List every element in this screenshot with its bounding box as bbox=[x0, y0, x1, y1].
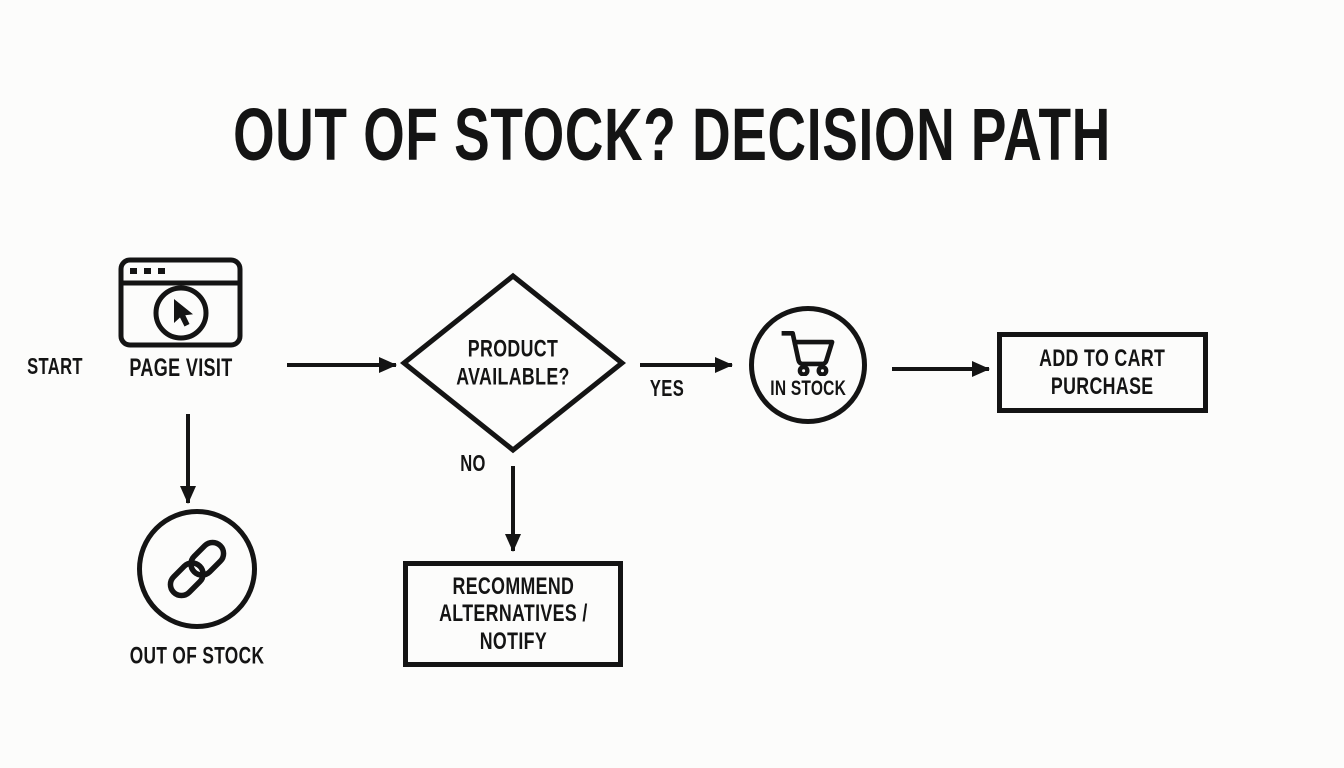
recommend-box: RECOMMEND ALTERNATIVES / NOTIFY bbox=[403, 561, 623, 667]
link-icon bbox=[167, 539, 227, 599]
browser-cursor-icon bbox=[118, 257, 243, 348]
out-of-stock-node bbox=[137, 509, 257, 629]
page-title: OUT OF STOCK? DECISION PATH bbox=[233, 93, 1111, 176]
decision-label: PRODUCT AVAILABLE? bbox=[456, 335, 570, 390]
in-stock-node: IN STOCK bbox=[749, 306, 867, 424]
yes-label: YES bbox=[649, 374, 685, 401]
page-visit-label: PAGE VISIT bbox=[129, 353, 233, 382]
start-label: START bbox=[27, 352, 83, 379]
in-stock-label: IN STOCK bbox=[770, 376, 846, 400]
out-of-stock-label: OUT OF STOCK bbox=[129, 642, 265, 670]
recommend-label: RECOMMEND ALTERNATIVES / NOTIFY bbox=[438, 572, 588, 655]
add-to-cart-label: ADD TO CART PURCHASE bbox=[1039, 344, 1166, 400]
add-to-cart-box: ADD TO CART PURCHASE bbox=[997, 332, 1208, 413]
shopping-cart-icon bbox=[781, 330, 835, 376]
no-label: NO bbox=[460, 449, 486, 476]
